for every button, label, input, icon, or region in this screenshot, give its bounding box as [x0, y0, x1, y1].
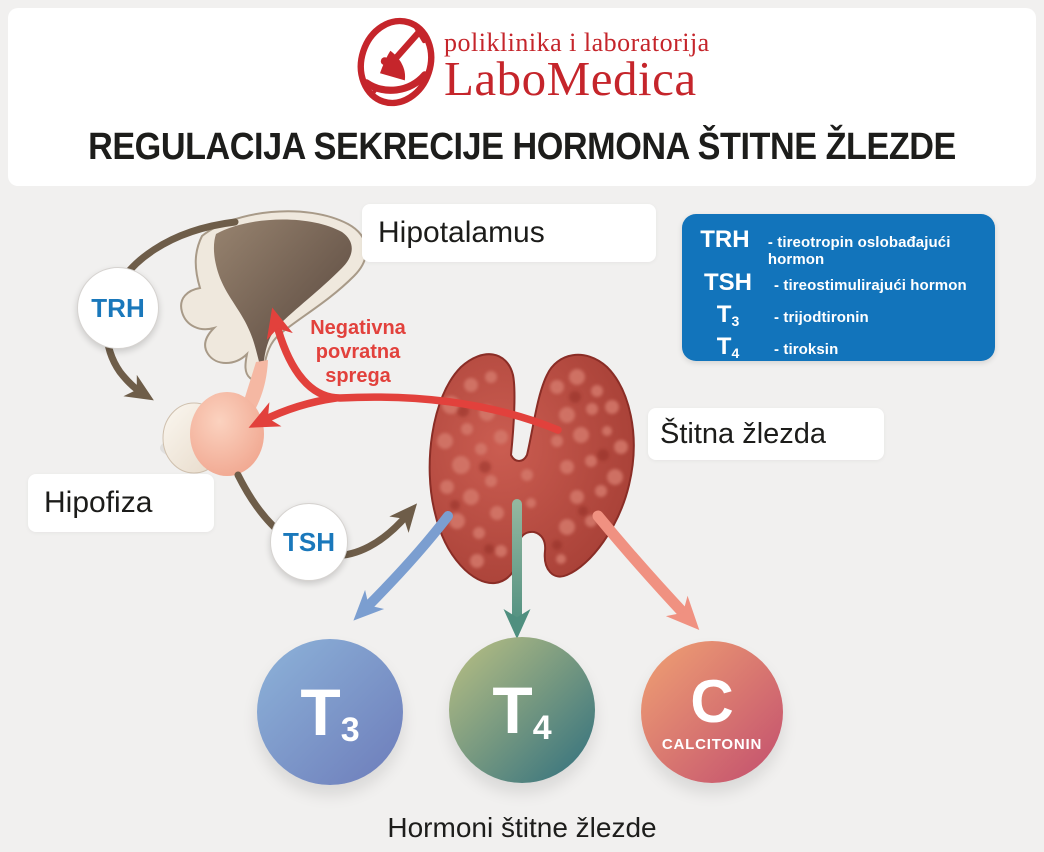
- negative-feedback-label: Negativna povratna sprega: [310, 317, 406, 387]
- page-title: REGULACIJA SEKRECIJE HORMONA ŠTITNE ŽLEZ…: [88, 126, 956, 168]
- legend-row-t3: T3 - trijodtironin: [682, 300, 995, 332]
- legend-row-t4: T4 - tiroksin: [682, 332, 995, 364]
- legend-sub-t3: 3: [731, 313, 740, 329]
- legend-term-t4: T: [716, 333, 732, 360]
- pituitary-label: Hipofiza: [28, 474, 214, 532]
- labomedica-microscope-icon: [357, 17, 435, 107]
- thyroid-gland-illustration: [428, 353, 635, 585]
- legend-row-tsh: TSH - tireostimulirajući hormon: [682, 268, 995, 300]
- legend-desc-t4: - tiroksin: [774, 341, 839, 358]
- calcitonin-caption: CALCITONIN: [661, 735, 763, 753]
- t4-symbol: T: [492, 673, 533, 747]
- legend-sub-t4: 4: [731, 345, 740, 361]
- legend-desc-t3: - trijodtironin: [774, 309, 869, 326]
- logo-brand: LaboMedica: [444, 51, 697, 106]
- t3-symbol: T: [300, 675, 341, 749]
- t4-subscript: 4: [532, 709, 552, 747]
- hormone-legend: TRH - tireotropin oslobađajući hormon TS…: [682, 214, 995, 361]
- hypothalamus-label: Hipotalamus: [362, 204, 656, 262]
- legend-desc-trh: - tireotropin oslobađajući hormon: [767, 234, 951, 268]
- calcitonin-hormone-circle: C CALCITONIN: [641, 641, 783, 783]
- legend-desc-tsh: - tireostimulirajući hormon: [774, 277, 967, 294]
- legend-term-t3: T: [716, 301, 732, 328]
- trh-node: TRH: [77, 267, 159, 349]
- logo: poliklinika i laboratorija LaboMedica: [352, 16, 710, 108]
- legend-row-trh: TRH - tireotropin oslobađajući hormon: [682, 225, 995, 268]
- thyroid-label: Štitna žlezda: [648, 408, 884, 460]
- t3-subscript: 3: [340, 711, 360, 749]
- logo-text: poliklinika i laboratorija LaboMedica: [444, 16, 710, 106]
- header-card: [8, 8, 1036, 186]
- tsh-node: TSH: [270, 503, 348, 581]
- footer-label: Hormoni štitne žlezde: [387, 812, 657, 843]
- legend-term-tsh: TSH: [704, 269, 752, 296]
- logo-tagline: poliklinika i laboratorija: [444, 28, 710, 57]
- calcitonin-symbol: C: [690, 667, 734, 735]
- legend-term-trh: TRH: [700, 226, 750, 253]
